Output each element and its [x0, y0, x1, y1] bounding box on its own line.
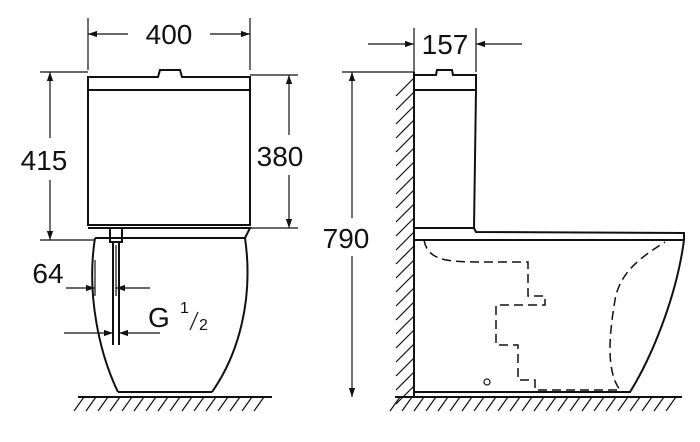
hatch-line — [461, 396, 473, 412]
hatch-line — [253, 396, 265, 412]
front-cistern-lid — [87, 69, 251, 91]
front-floor-hatching — [73, 396, 265, 412]
dim-front-inlet-thread: G 1 2 — [64, 300, 208, 337]
hatch-line — [205, 396, 217, 412]
hatch-line — [395, 259, 415, 279]
thread-denominator: 2 — [199, 317, 208, 334]
hatch-line — [97, 396, 109, 412]
hatch-line — [497, 396, 509, 412]
hatch-line — [395, 119, 415, 139]
hatch-line — [73, 396, 85, 412]
hatch-line — [157, 396, 169, 412]
hatch-line — [229, 396, 241, 412]
hatch-line — [593, 396, 605, 412]
hatch-line — [545, 396, 557, 412]
side-floor-hatching — [389, 396, 677, 412]
hatch-line — [395, 273, 415, 293]
hatch-line — [485, 396, 497, 412]
hatch-line — [193, 396, 205, 412]
hatch-line — [217, 396, 229, 412]
front-cistern-body — [87, 90, 251, 226]
front-floor — [73, 396, 272, 412]
hatch-line — [569, 396, 581, 412]
hatch-line — [395, 245, 415, 265]
hatch-line — [413, 396, 425, 412]
side-bowl — [413, 239, 685, 393]
side-cistern-depth-label: 157 — [422, 29, 469, 60]
hatch-line — [395, 231, 415, 251]
side-total-height-label: 790 — [323, 223, 370, 254]
hatch-line — [395, 175, 415, 195]
hatch-line — [395, 371, 415, 391]
front-cistern-height-label: 380 — [257, 141, 304, 172]
dim-front-total-height: 415 — [21, 71, 95, 241]
side-wall-hatching — [395, 77, 415, 405]
hatch-line — [241, 396, 253, 412]
hatch-line — [395, 301, 415, 321]
side-cistern — [414, 69, 477, 229]
hatch-line — [653, 396, 665, 412]
hatch-line — [395, 315, 415, 335]
hatch-line — [395, 133, 415, 153]
side-floor — [389, 396, 682, 412]
hatch-line — [395, 343, 415, 363]
hatch-line — [395, 203, 415, 223]
front-width-label: 400 — [146, 19, 193, 50]
front-inlet-connector — [109, 227, 123, 345]
hatch-line — [437, 396, 449, 412]
hatch-line — [85, 396, 97, 412]
hatch-line — [389, 396, 401, 412]
hatch-line — [395, 385, 415, 405]
side-wall — [395, 72, 415, 405]
hatch-line — [395, 329, 415, 349]
front-inlet-thread-label: G — [148, 302, 170, 333]
hatch-line — [521, 396, 533, 412]
hatch-line — [425, 396, 437, 412]
hatch-line — [133, 396, 145, 412]
hatch-line — [581, 396, 593, 412]
hatch-line — [109, 396, 121, 412]
hatch-line — [641, 396, 653, 412]
hatch-line — [395, 147, 415, 167]
side-inlet-circle — [483, 378, 491, 386]
front-total-height-label: 415 — [21, 145, 68, 176]
dim-side-total-height: 790 — [323, 71, 414, 397]
hatch-line — [449, 396, 461, 412]
hatch-line — [395, 287, 415, 307]
hatch-line — [401, 396, 413, 412]
hatch-line — [181, 396, 193, 412]
front-view: 400 415 380 64 — [21, 18, 304, 412]
thread-numerator: 1 — [180, 300, 189, 317]
dim-side-cistern-depth: 157 — [368, 28, 522, 72]
front-inlet-offset-label: 64 — [32, 258, 63, 289]
hatch-line — [395, 105, 415, 125]
front-seat — [88, 227, 252, 239]
hatch-line — [395, 357, 415, 377]
hatch-line — [395, 189, 415, 209]
dim-front-width: 400 — [87, 18, 251, 70]
side-view: 157 790 — [323, 28, 685, 412]
hatch-line — [605, 396, 617, 412]
hatch-line — [395, 77, 415, 97]
hatch-line — [557, 396, 569, 412]
hatch-line — [473, 396, 485, 412]
hatch-line — [509, 396, 521, 412]
hatch-line — [629, 396, 641, 412]
hatch-line — [169, 396, 181, 412]
front-bowl — [91, 237, 249, 393]
side-trapway-hidden — [423, 239, 666, 391]
hatch-line — [395, 217, 415, 237]
dim-front-cistern-height: 380 — [250, 74, 304, 229]
hatch-line — [395, 91, 415, 111]
hatch-line — [121, 396, 133, 412]
hatch-line — [533, 396, 545, 412]
hatch-line — [617, 396, 629, 412]
hatch-line — [665, 396, 677, 412]
side-seat — [414, 227, 685, 241]
hatch-line — [395, 161, 415, 181]
hatch-line — [145, 396, 157, 412]
dim-front-inlet-offset: 64 — [32, 245, 150, 296]
